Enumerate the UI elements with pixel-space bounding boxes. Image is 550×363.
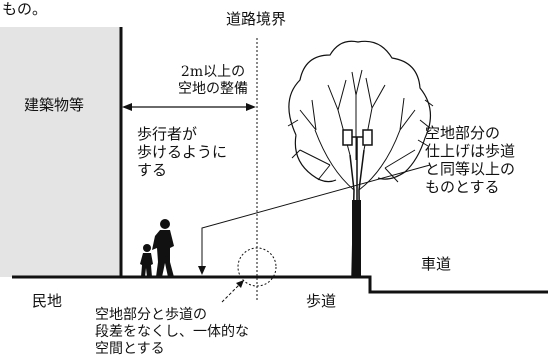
- building-label: 建築物等: [24, 96, 85, 114]
- building-block: [0, 27, 120, 277]
- finish-label: 空地部分の 仕上げは歩道 と同等以上の ものとする: [425, 124, 545, 196]
- walk-label-line3: する: [137, 161, 168, 179]
- private-land-label: 民地: [32, 292, 63, 310]
- width-arrow-left: [122, 103, 132, 111]
- street-light-fixture: [342, 129, 373, 200]
- finish-leader-arrowhead: [198, 266, 206, 275]
- finish-label-line3: と同等以上の: [425, 160, 516, 178]
- finish-leader-line: [201, 164, 431, 268]
- step-label-line2: 段差をなくし、一体的な: [95, 324, 249, 340]
- ground-line: [12, 275, 548, 294]
- finish-label-line2: 仕上げは歩道: [425, 142, 516, 160]
- step-label-line1: 空地部分と歩道の: [95, 307, 207, 323]
- step-label: 空地部分と歩道の 段差をなくし、一体的な 空間とする: [95, 307, 295, 358]
- road-boundary-label: 道路境界: [226, 10, 287, 28]
- width-label-line2: 空地の整備: [178, 81, 248, 97]
- walk-label-line2: 歩けるように: [137, 143, 228, 161]
- sidewalk-label: 歩道: [306, 292, 337, 310]
- step-pointer-line: [221, 282, 242, 303]
- walk-label-line1: 歩行者が: [137, 125, 198, 143]
- pedestrian-figures: [140, 219, 174, 277]
- roadway-label: 車道: [421, 255, 452, 273]
- street-pole: [352, 200, 361, 277]
- top-fragment-text: もの。: [2, 0, 48, 18]
- width-label-line1: 2m以上の: [180, 64, 246, 80]
- width-label: 2m以上の 空地の整備: [158, 64, 268, 98]
- step-circle: [237, 247, 277, 287]
- width-arrow-right: [246, 103, 256, 111]
- walk-label: 歩行者が 歩けるように する: [137, 125, 257, 179]
- finish-label-line4: ものとする: [425, 178, 500, 196]
- street-tree: [287, 40, 434, 278]
- step-pointer-arrowhead: [236, 280, 244, 288]
- step-label-line3: 空間とする: [95, 341, 165, 357]
- finish-label-line1: 空地部分の: [425, 124, 501, 142]
